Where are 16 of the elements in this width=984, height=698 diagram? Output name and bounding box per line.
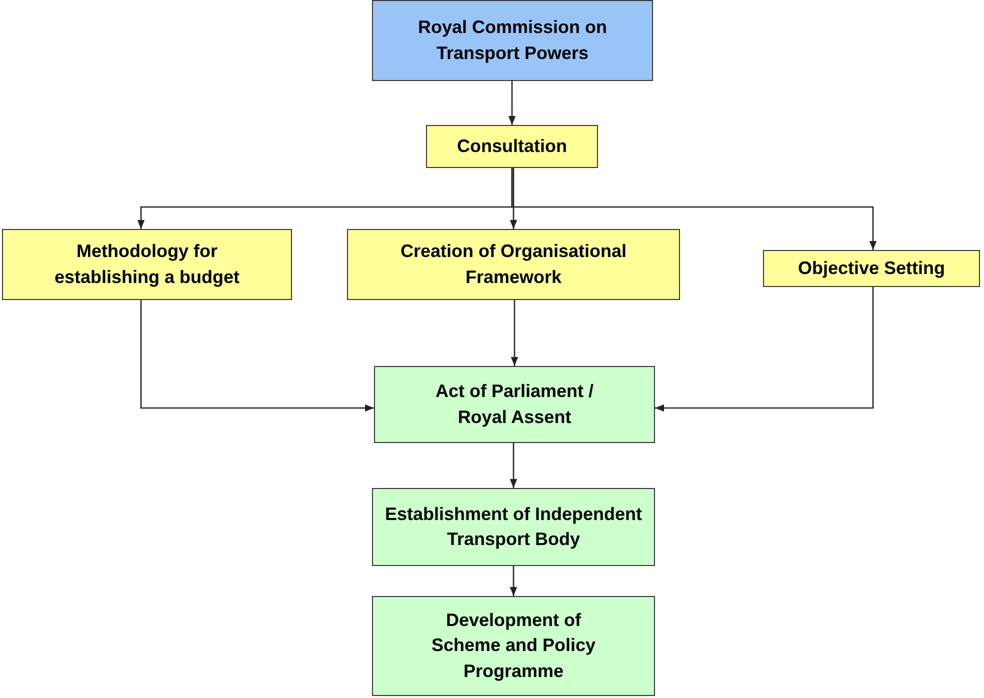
process-box: Consultation: [426, 125, 598, 168]
arrow: [510, 168, 518, 229]
arrow: [655, 287, 874, 412]
arrow: [510, 566, 518, 596]
arrow: [510, 443, 518, 488]
process-box: Development of Scheme and Policy Programme: [372, 596, 655, 696]
process-box: Royal Commission on Transport Powers: [372, 0, 653, 81]
arrow: [508, 81, 516, 125]
arrow: [140, 300, 374, 412]
process-box: Act of Parliament / Royal Assent: [374, 366, 655, 443]
arrow: [510, 300, 518, 366]
process-box: Creation of Organisational Framework: [347, 229, 680, 300]
process-box: Objective Setting: [763, 250, 980, 287]
process-box: Methodology for establishing a budget: [2, 229, 292, 300]
process-box: Establishment of Independent Transport Body: [372, 488, 655, 566]
arrow: [511, 168, 877, 250]
